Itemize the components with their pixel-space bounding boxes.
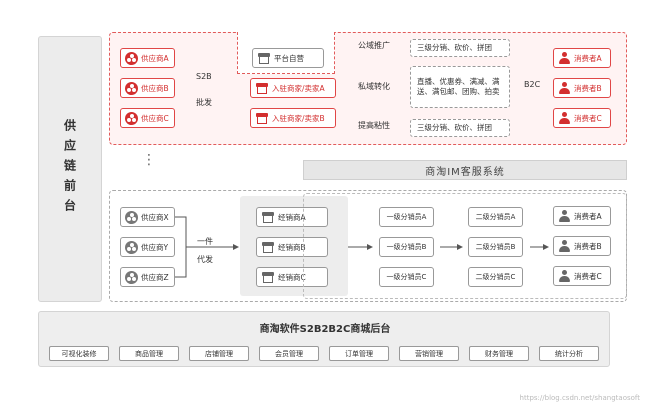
level2-distributor-b: 二级分销员B — [468, 237, 523, 257]
public-promotion-label: 公域推广 — [358, 41, 390, 50]
dealer-b-label: 经销商B — [278, 242, 306, 252]
merchant-b-label: 入驻商家/卖家B — [272, 113, 325, 123]
dealer-c-label: 经销商C — [278, 272, 306, 282]
cluster-icon — [125, 210, 138, 224]
admin-backend-panel: 商淘软件S2B2B2C商城后台 可视化装修 商品管理 店铺管理 会员管理 订单管… — [38, 311, 610, 367]
cluster-icon — [125, 51, 138, 65]
im-service-bar: 商淘IM客服系统 — [303, 160, 627, 180]
top-consumer-b-label: 消费者B — [574, 83, 602, 93]
level1-distributor-a: 一级分销员A — [379, 207, 434, 227]
dealer-a-label: 经销商A — [278, 212, 306, 222]
module-member-management: 会员管理 — [259, 346, 319, 361]
module-visual-decoration: 可视化装修 — [49, 346, 109, 361]
person-icon — [559, 112, 570, 124]
mid-supplier-y: 供应商Y — [120, 237, 175, 257]
admin-backend-title: 商淘软件S2B2B2C商城后台 — [259, 324, 391, 335]
store-icon — [256, 82, 268, 94]
im-service-label: 商淘IM客服系统 — [425, 166, 505, 178]
supply-chain-front-label: 供应链前台 — [62, 119, 77, 219]
level1-distributor-c-label: 一级分销员C — [386, 273, 427, 281]
mid-consumer-c-label: 消费者C — [574, 271, 602, 281]
top-supplier-a-label: 供应商A — [141, 53, 169, 63]
mid-consumer-a-label: 消费者A — [574, 211, 602, 221]
private-conversion-box: 直播、优惠券、满减、满送、满包邮、团购、拍卖 — [410, 66, 510, 108]
person-icon — [559, 240, 570, 252]
top-zone — [109, 32, 627, 145]
cluster-icon — [125, 111, 138, 125]
person-icon — [559, 210, 570, 222]
mid-consumer-a: 消费者A — [553, 206, 611, 226]
dealer-a: 经销商A — [256, 207, 328, 227]
top-consumer-c: 消费者C — [553, 108, 611, 128]
top-consumer-c-label: 消费者C — [574, 113, 602, 123]
top-supplier-a: 供应商A — [120, 48, 175, 68]
supply-chain-front-column: 供应链前台 — [38, 36, 102, 302]
level1-distributor-b-label: 一级分销员B — [386, 243, 427, 251]
person-icon — [559, 270, 570, 282]
person-icon — [559, 82, 570, 94]
top-supplier-b: 供应商B — [120, 78, 175, 98]
mid-supplier-x-label: 供应商X — [141, 212, 169, 222]
store-icon — [262, 211, 274, 223]
cluster-icon — [125, 81, 138, 95]
level1-distributor-a-label: 一级分销员A — [386, 213, 427, 221]
level2-distributor-b-label: 二级分销员B — [475, 243, 516, 251]
mid-consumer-c: 消费者C — [553, 266, 611, 286]
top-consumer-b: 消费者B — [553, 78, 611, 98]
mid-consumer-b-label: 消费者B — [574, 241, 602, 251]
module-product-management: 商品管理 — [119, 346, 179, 361]
mid-supplier-z: 供应商Z — [120, 267, 175, 287]
module-marketing-management: 营销管理 — [399, 346, 459, 361]
mid-consumer-b: 消费者B — [553, 236, 611, 256]
dealer-c: 经销商C — [256, 267, 328, 287]
mid-supplier-z-label: 供应商Z — [141, 272, 169, 282]
platform-self-operated: 平台自营 — [252, 48, 324, 68]
mid-supplier-y-label: 供应商Y — [141, 242, 169, 252]
store-icon — [262, 271, 274, 283]
module-store-management: 店铺管理 — [189, 346, 249, 361]
level1-distributor-b: 一级分销员B — [379, 237, 434, 257]
level2-distributor-c: 二级分销员C — [468, 267, 523, 287]
top-consumer-a: 消费者A — [553, 48, 611, 68]
store-icon — [256, 112, 268, 124]
level1-distributor-c: 一级分销员C — [379, 267, 434, 287]
watermark: https://blog.csdn.net/shangtaosoft — [519, 394, 640, 402]
person-icon — [559, 52, 570, 64]
private-conversion-label: 私域转化 — [358, 82, 390, 91]
b2c-label: B2C — [524, 80, 541, 89]
module-finance-management: 财务管理 — [469, 346, 529, 361]
top-consumer-a-label: 消费者A — [574, 53, 602, 63]
merchant-a-label: 入驻商家/卖家A — [272, 83, 325, 93]
public-promotion-box: 三级分销、砍价、拼团 — [410, 39, 510, 57]
stickiness-content: 三级分销、砍价、拼团 — [417, 123, 492, 132]
top-supplier-c-label: 供应商C — [141, 113, 169, 123]
drop-ship-label-1: 一件 — [197, 237, 213, 246]
stickiness-box: 三级分销、砍价、拼团 — [410, 119, 510, 137]
cluster-icon — [125, 240, 138, 254]
drop-ship-label-2: 代发 — [197, 255, 213, 264]
mid-supplier-x: 供应商X — [120, 207, 175, 227]
vertical-ellipsis: ⋮ — [142, 152, 156, 168]
level2-distributor-c-label: 二级分销员C — [475, 273, 516, 281]
distribution-zone — [303, 193, 627, 299]
merchant-b: 入驻商家/卖家B — [250, 108, 336, 128]
dealer-b: 经销商B — [256, 237, 328, 257]
s2b-label: S2B — [196, 72, 212, 81]
private-conversion-content: 直播、优惠券、满减、满送、满包邮、团购、拍卖 — [417, 77, 500, 96]
stickiness-label: 提高粘性 — [358, 121, 390, 130]
module-order-management: 订单管理 — [329, 346, 389, 361]
store-icon — [258, 52, 270, 64]
wholesale-label: 批发 — [196, 98, 212, 107]
module-statistics-analysis: 统计分析 — [539, 346, 599, 361]
top-supplier-c: 供应商C — [120, 108, 175, 128]
store-icon — [262, 241, 274, 253]
platform-self-operated-label: 平台自营 — [274, 53, 304, 63]
cluster-icon — [125, 270, 138, 284]
level2-distributor-a: 二级分销员A — [468, 207, 523, 227]
level2-distributor-a-label: 二级分销员A — [475, 213, 516, 221]
merchant-a: 入驻商家/卖家A — [250, 78, 336, 98]
top-supplier-b-label: 供应商B — [141, 83, 169, 93]
public-promotion-content: 三级分销、砍价、拼团 — [417, 43, 492, 52]
